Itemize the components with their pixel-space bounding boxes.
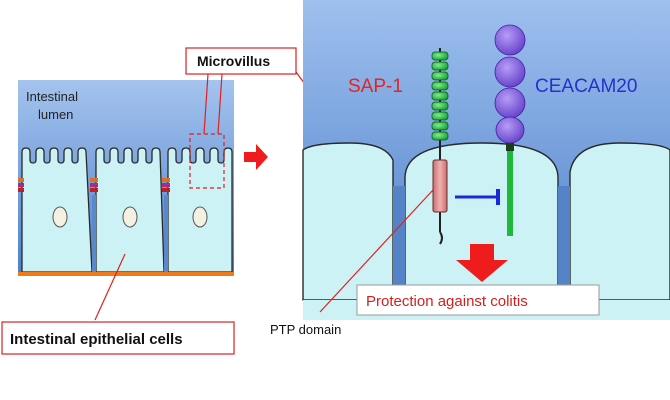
zoom-arrow-icon [244, 144, 268, 170]
epithelial-cells-callout: Intestinal epithelial cells [1, 253, 235, 355]
ceacam20-label: CEACAM20 [535, 76, 637, 97]
basement-membrane [18, 272, 234, 276]
right-panel: SAP-1 CEACAM20 [302, 0, 670, 320]
intestinal-lumen-label-line1: Intestinal [26, 89, 78, 104]
zoomed-cell-left [302, 142, 394, 301]
nucleus-1 [52, 206, 68, 228]
ptp-domain [432, 159, 448, 213]
intestinal-lumen-label-line2: lumen [38, 107, 73, 122]
intercellular-space-2 [558, 186, 570, 300]
microvillus-callout: Microvillus [185, 47, 346, 139]
zoomed-cell-right [569, 142, 670, 301]
sap1-extracellular-domains [431, 51, 449, 141]
microvillus-selection-box [189, 133, 225, 189]
cell-junctions [18, 178, 170, 192]
down-arrow-icon [456, 244, 508, 282]
ptp-domain-leader [319, 189, 434, 313]
inhibition-icon [455, 189, 500, 205]
nucleus-2 [122, 206, 138, 228]
epithelial-cells-label: Intestinal epithelial cells [10, 331, 183, 348]
nucleus-3 [192, 206, 208, 228]
intercellular-space-1 [393, 186, 405, 300]
cell-gap-2 [164, 195, 168, 272]
sap1-protein [431, 48, 449, 245]
ptp-domain-label: PTP domain [270, 322, 341, 337]
cell-gap-1 [92, 195, 96, 272]
left-panel: Intestinal lumen [18, 80, 234, 276]
microvillus-label: Microvillus [197, 53, 270, 69]
ceacam20-protein [494, 24, 526, 236]
protection-callout: Protection against colitis [356, 284, 600, 316]
protection-label: Protection against colitis [366, 293, 528, 310]
sap1-label: SAP-1 [348, 76, 403, 97]
